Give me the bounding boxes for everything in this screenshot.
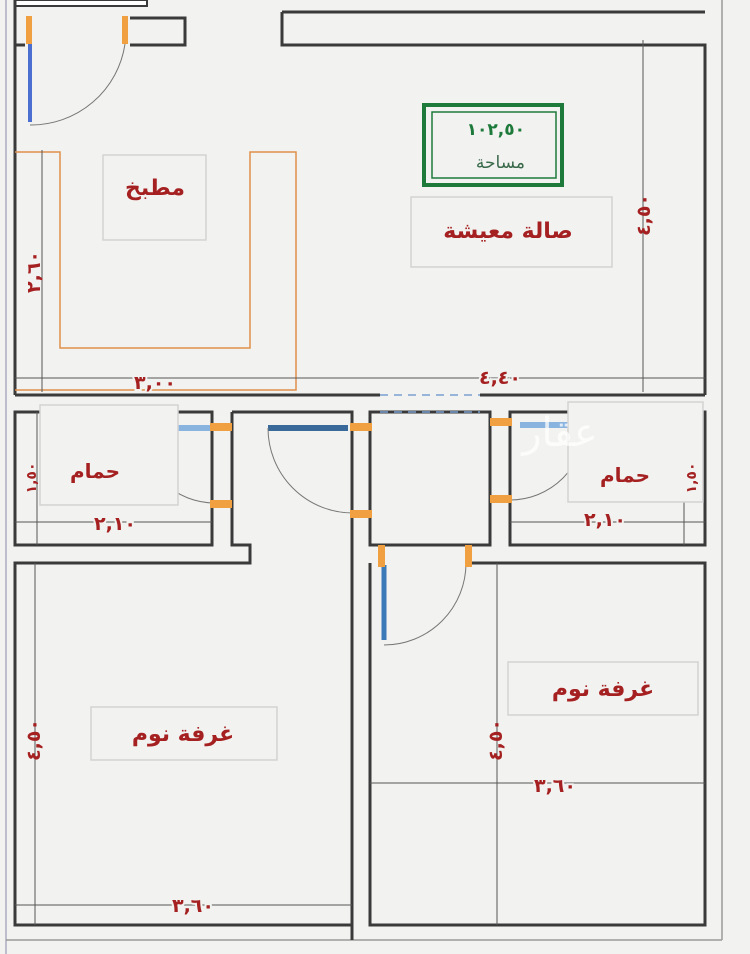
room-label-bath-left: حمام (70, 459, 120, 483)
dim-bath-right-height: ١,٥٠ (684, 463, 700, 494)
dim-living-width: ٤,٤٠ (479, 367, 521, 389)
dim-bedroom-left-width: ٣,٦٠ (172, 895, 214, 917)
watermark: عقار (520, 410, 598, 456)
kitchen-counter (15, 151, 297, 391)
room-label-living: صالة معيشة (443, 219, 573, 244)
area-value: ١٠٢,٥٠ (467, 120, 525, 140)
dim-bath-right-width: ٢,١٠ (584, 509, 626, 531)
room-label-bath-right: حمام (600, 463, 650, 487)
dim-bath-left-width: ٢,١٠ (94, 513, 136, 535)
dim-bath-left-height: ١,٥٠ (24, 463, 40, 494)
room-label-bedroom-left: غرفة نوم (132, 722, 234, 747)
area-badge: ١٠٢,٥٠ مساحة (422, 103, 564, 187)
dim-bedroom-right-height: ٤,٥٠ (485, 719, 507, 761)
area-label: مساحة (476, 153, 525, 173)
dim-bedroom-left-height: ٤,٥٠ (23, 719, 45, 761)
dim-living-height: ٤,٥٠ (633, 194, 655, 236)
dim-bedroom-right-width: ٣,٦٠ (534, 775, 576, 797)
dim-kitchen-width: ٣,٠٠ (134, 372, 176, 394)
room-label-bedroom-right: غرفة نوم (552, 677, 654, 702)
dim-kitchen-height: ٢,٦٠ (23, 251, 45, 293)
room-label-kitchen: مطبخ (125, 176, 185, 201)
